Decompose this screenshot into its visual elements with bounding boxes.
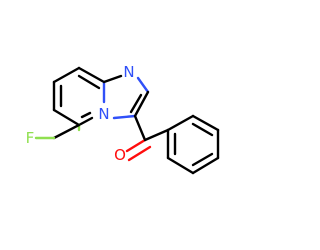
bond-c2-c3-inner [129,93,143,114]
bond-ph4-ph5 [191,156,220,175]
atom-fluorine: F [26,129,35,147]
imidazole-ring [102,74,150,120]
bond-c2-c3 [133,90,150,118]
bond-ph4-ph5-inner [191,152,214,167]
bond-carbonyl-o-inner [127,145,152,162]
pyridine-ring [52,66,106,127]
bond-c8a-n1 [102,74,123,84]
structure-canvas: F N N O [26,63,220,175]
bond-c5-n4-inner [80,111,92,119]
bond-c6-c5 [52,108,81,127]
bond-n1-c2 [136,76,150,94]
bond-carbonyl-o [125,138,147,153]
bond-c8a-c8 [77,66,106,84]
carbonyl-group [125,114,170,162]
atom-nitrogen-bridge: N [98,105,109,123]
bond-c3-n4 [112,114,137,120]
atom-nitrogen-top: N [123,63,134,81]
bond-ph2-ph3 [191,114,220,132]
bond-c3-carbonyl [133,114,147,142]
bond-c8a-c8-inner [77,74,101,90]
bond-ph5-ph6 [166,156,195,175]
bond-carbonyl-phenyl [143,128,170,142]
bond-ph1-ph2 [166,114,195,132]
atom-oxygen: O [114,146,126,164]
molecule-structure: F N N O [26,63,220,175]
bond-c6-f-main [52,123,81,140]
bond-ph2-ph3-inner [191,122,214,137]
bond-c5-n4 [77,116,94,127]
bond-c8-c7 [52,66,81,84]
phenyl-ring [166,114,220,175]
